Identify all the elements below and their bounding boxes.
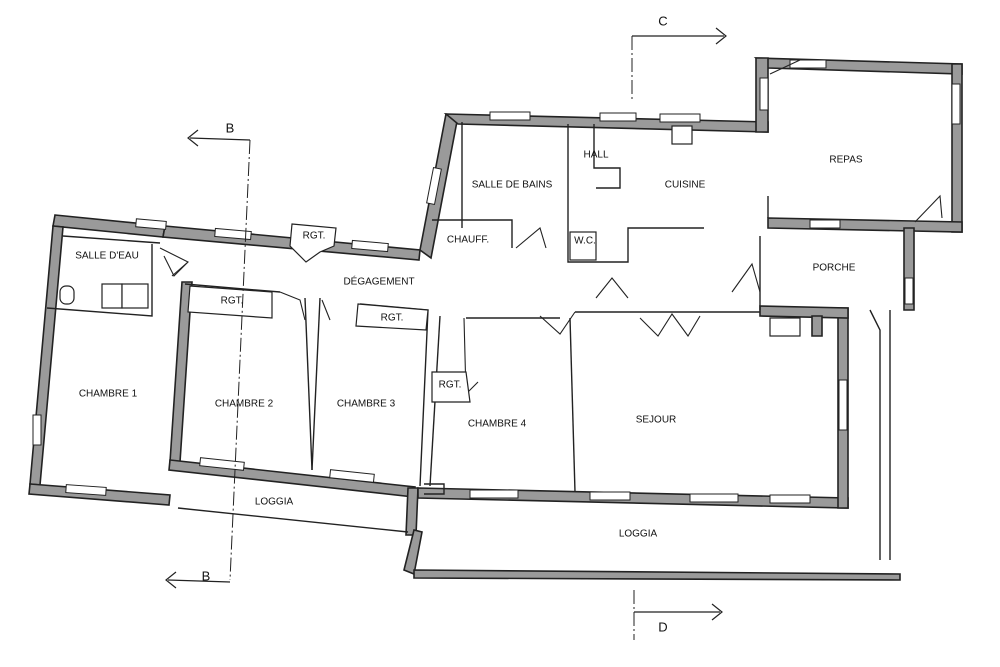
storage-chambre4 [431,371,471,403]
section-letter-c: C [658,13,667,28]
wc-toilet [569,231,597,261]
label-hall: HALL [583,150,608,161]
section-b-bottom-arrow [165,571,177,589]
label-loggia-right: LOGGIA [619,529,658,540]
section-b-bottom-line [167,579,231,583]
section-letters: B B C D [202,13,668,634]
label-rgt-top: RGT. [303,231,326,242]
kitchen-sink [671,125,693,145]
label-salle-eau: SALLE D'EAU [75,251,139,262]
storage-chambre3 [355,303,429,331]
label-rgt-chambre2: RGT. [221,296,244,307]
section-b-top-line [189,137,251,141]
label-chambre-2: CHAMBRE 2 [215,399,274,410]
label-loggia-left: LOGGIA [255,497,294,508]
section-b-top-arrow [187,129,199,147]
section-b-axis [229,139,251,581]
label-rgt-chambre4: RGT. [439,380,462,391]
label-rgt-chambre3: RGT. [381,313,404,324]
room-labels: SALLE D'EAU CHAMBRE 1 CHAMBRE 2 CHAMBRE … [75,150,863,540]
label-salle-de-bains: SALLE DE BAINS [472,180,553,191]
fixtures [59,125,801,337]
label-porche: PORCHE [813,263,856,274]
label-chambre-1: CHAMBRE 1 [79,389,138,400]
label-degagement: DÉGAGEMENT [343,275,414,288]
label-repas: REPAS [829,155,862,166]
label-chambre-4: CHAMBRE 4 [468,419,527,430]
storage-units [187,223,471,403]
storage-top [289,223,337,263]
storage-chambre2 [187,285,273,319]
storage-labels: RGT. RGT. RGT. RGT. [221,231,462,391]
section-letter-d: D [658,619,667,634]
label-sejour: SEJOUR [636,415,677,426]
interior-walls [46,122,891,560]
section-d-arrow [711,603,723,621]
toilet [59,285,75,305]
door-swings [159,59,943,396]
label-wc: W.C. [574,236,596,247]
label-cuisine: CUISINE [665,180,706,191]
section-markers [165,27,727,640]
shower-tray [121,283,149,309]
section-c-arrow [715,27,727,45]
windows [32,59,961,504]
section-letter-b-bottom: B [202,568,211,583]
label-chauff: CHAUFF. [447,235,489,246]
fireplace [769,317,801,337]
section-letter-b-top: B [226,120,235,135]
label-chambre-3: CHAMBRE 3 [337,399,396,410]
exterior-walls [28,57,963,581]
washbasin [101,283,123,309]
